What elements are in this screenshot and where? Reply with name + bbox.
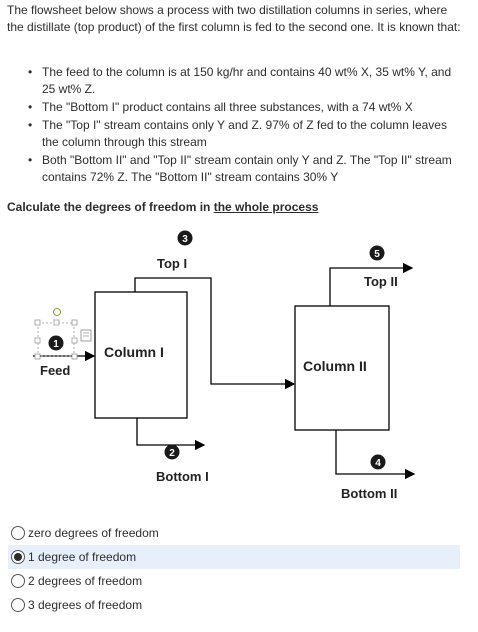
layout-options-icon[interactable] xyxy=(80,329,92,342)
answer-options: zero degrees of freedom 1 degree of free… xyxy=(8,521,460,617)
question-prefix: Calculate the degrees of freedom in xyxy=(7,200,214,214)
flowsheet-diagram: 1 2 3 4 5 Feed Column I Column II Top I … xyxy=(33,230,416,501)
stream-number-3: 3 xyxy=(182,234,188,245)
top2-label: Top II xyxy=(364,274,398,289)
option-2-degrees[interactable]: 2 degrees of freedom xyxy=(8,569,460,593)
radio-button[interactable] xyxy=(11,574,25,588)
radio-selected-dot xyxy=(14,553,22,561)
option-3-degrees[interactable]: 3 degrees of freedom xyxy=(8,593,460,617)
bottom2-label: Bottom II xyxy=(341,486,397,501)
option-0-degrees[interactable]: zero degrees of freedom xyxy=(8,521,460,545)
condition-item: Both "Bottom II" and "Top II" stream con… xyxy=(22,152,462,186)
rotate-handle-icon[interactable] xyxy=(53,308,61,316)
bottom1-stream-line xyxy=(136,418,206,451)
radio-button[interactable] xyxy=(11,598,25,612)
top2-stream-line xyxy=(329,262,414,306)
feed-label: Feed xyxy=(40,363,70,378)
question-emphasis: the whole process xyxy=(213,200,319,214)
given-conditions-list: The feed to the column is at 150 kg/hr a… xyxy=(22,64,462,187)
option-1-degree[interactable]: 1 degree of freedom xyxy=(8,545,460,569)
option-label[interactable]: 1 degree of freedom xyxy=(28,550,137,564)
radio-button[interactable] xyxy=(11,526,25,540)
condition-item: The "Top I" stream contains only Y and Z… xyxy=(22,117,462,151)
top1-label: Top I xyxy=(157,256,187,271)
bottom2-stream-line xyxy=(335,430,416,480)
column-2-box xyxy=(294,305,390,431)
option-label[interactable]: 2 degrees of freedom xyxy=(28,574,143,588)
condition-item: The feed to the column is at 150 kg/hr a… xyxy=(22,64,462,98)
stream-number-4-badge: 4 xyxy=(370,454,386,470)
condition-item: The "Bottom I" product contains all thre… xyxy=(22,99,462,116)
stream-number-3-badge: 3 xyxy=(177,230,193,246)
stream-number-1-badge: 1 xyxy=(48,335,64,351)
column-2-label: Column II xyxy=(303,358,367,374)
column-1-label: Column I xyxy=(104,344,164,360)
top1-stream-line xyxy=(134,277,296,390)
selection-handles xyxy=(34,319,78,360)
question-text: Calculate the degrees of freedom in the … xyxy=(7,200,318,214)
problem-intro: The flowsheet below shows a process with… xyxy=(7,3,461,34)
stream-number-5: 5 xyxy=(374,249,380,260)
radio-button[interactable] xyxy=(11,550,25,564)
bottom1-label: Bottom I xyxy=(156,469,209,484)
stream-number-5-badge: 5 xyxy=(369,245,385,261)
stream-number-2: 2 xyxy=(169,448,175,459)
option-label[interactable]: 3 degrees of freedom xyxy=(28,598,143,612)
stream-number-1: 1 xyxy=(53,339,59,350)
stream-number-4: 4 xyxy=(375,458,381,469)
option-label[interactable]: zero degrees of freedom xyxy=(28,526,159,540)
stream-number-2-badge: 2 xyxy=(164,444,180,460)
